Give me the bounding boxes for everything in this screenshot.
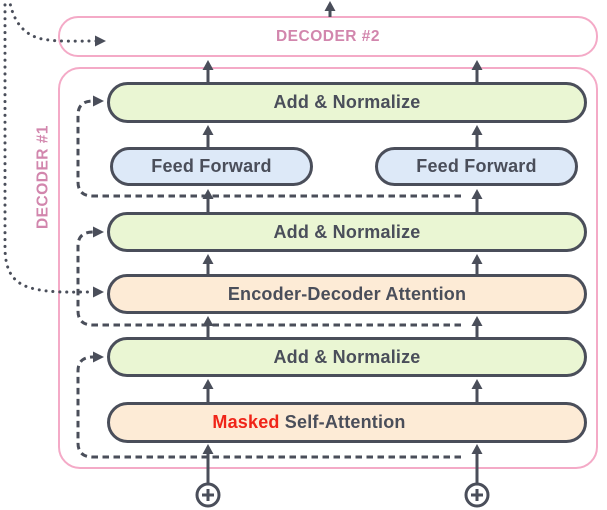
feed-forward-label-right: Feed Forward <box>416 156 537 176</box>
feed-forward-label-left: Feed Forward <box>151 156 272 176</box>
add-normalize-label-1: Add & Normalize <box>273 92 421 112</box>
decoder-2-label: DECODER #2 <box>275 27 381 45</box>
add-normalize-box-1: Add & Normalize <box>107 82 587 123</box>
circle-plus-icon <box>195 482 221 508</box>
feed-forward-box-left: Feed Forward <box>110 147 313 186</box>
add-normalize-label-3: Add & Normalize <box>273 346 421 367</box>
masked-self-attention-box: Masked Self-Attention <box>107 402 587 443</box>
masked-word: Masked <box>212 412 280 432</box>
masked-self-attention-label: Masked Self-Attention <box>212 412 405 433</box>
decoder-2-block: DECODER #2 <box>58 16 598 57</box>
add-normalize-label-2: Add & Normalize <box>273 221 421 242</box>
circle-plus-icon <box>464 482 490 508</box>
decoder-1-label: DECODER #1 <box>34 124 52 230</box>
output-arrow-top <box>324 1 336 17</box>
encoder-decoder-attention-box: Encoder-Decoder Attention <box>107 274 587 314</box>
feed-forward-box-right: Feed Forward <box>375 147 578 186</box>
add-normalize-box-3: Add & Normalize <box>107 337 587 377</box>
self-attention-word: Self-Attention <box>279 412 406 432</box>
encoder-decoder-attention-label: Encoder-Decoder Attention <box>227 283 467 304</box>
add-normalize-box-2: Add & Normalize <box>107 212 587 252</box>
